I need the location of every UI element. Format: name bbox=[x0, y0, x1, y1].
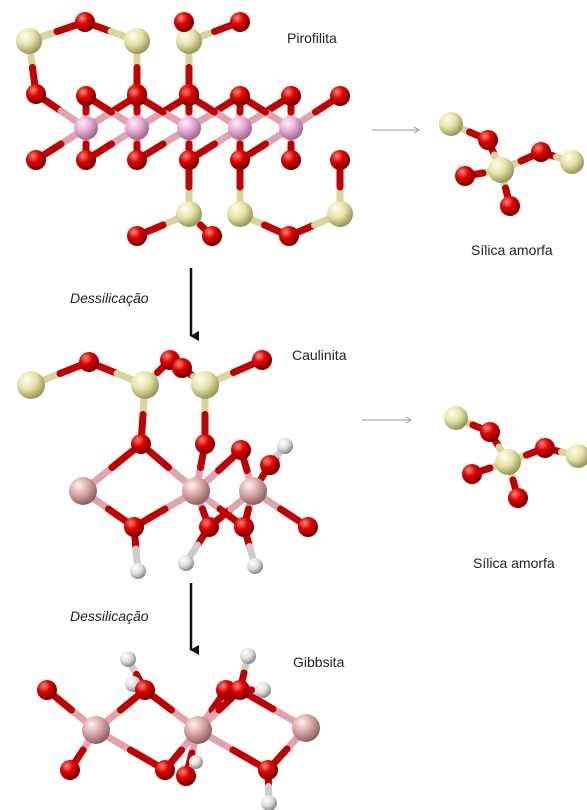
aluminum-atom bbox=[74, 116, 98, 140]
oxygen-atom bbox=[535, 438, 555, 458]
aluminum-atom bbox=[69, 477, 97, 505]
silicon-atom bbox=[327, 201, 353, 227]
oxygen-atom bbox=[330, 150, 350, 170]
oxygen-atom bbox=[75, 12, 95, 32]
silicon-atom bbox=[124, 28, 150, 54]
label-caulinita: Caulinita bbox=[292, 347, 347, 363]
oxygen-atom bbox=[231, 440, 251, 460]
oxygen-atom bbox=[131, 434, 151, 454]
oxygen-atom bbox=[230, 86, 250, 106]
aluminum-atom bbox=[239, 477, 267, 505]
label-dessilicacao-2: Dessilicação bbox=[70, 608, 149, 624]
oxygen-atom bbox=[135, 680, 155, 700]
oxygen-atom bbox=[531, 142, 551, 162]
label-gibbsita: Gibbsita bbox=[293, 654, 345, 670]
oxygen-atom bbox=[124, 517, 144, 537]
oxygen-atom bbox=[330, 86, 350, 106]
oxygen-atom bbox=[179, 150, 199, 170]
hydrogen-atom bbox=[178, 555, 194, 571]
silicon-atom bbox=[488, 157, 514, 183]
label-silica-amorfa-2: Sílica amorfa bbox=[473, 555, 555, 571]
oxygen-atom bbox=[60, 760, 80, 780]
oxygen-atom bbox=[76, 86, 96, 106]
silicon-atom bbox=[495, 449, 521, 475]
oxygen-atom bbox=[76, 150, 96, 170]
silicon-atom bbox=[176, 201, 202, 227]
oxygen-atom bbox=[230, 150, 250, 170]
silicon-atom bbox=[176, 28, 202, 54]
hydrogen-atom bbox=[277, 438, 293, 454]
aluminum-atom bbox=[177, 116, 201, 140]
oxygen-atom bbox=[26, 84, 46, 104]
oxygen-atom bbox=[216, 680, 236, 700]
oxygen-atom bbox=[281, 86, 301, 106]
silicon-atom bbox=[131, 371, 159, 399]
oxygen-atom bbox=[155, 760, 175, 780]
silicon-atom bbox=[227, 201, 253, 227]
hydrogen-atom bbox=[255, 682, 271, 698]
oxygen-atom bbox=[37, 680, 57, 700]
aluminum-atom bbox=[125, 116, 149, 140]
oxygen-atom bbox=[179, 86, 199, 106]
oxygen-atom bbox=[508, 488, 528, 508]
oxygen-atom bbox=[279, 226, 299, 246]
oxygen-atom bbox=[478, 130, 498, 150]
oxygen-atom bbox=[455, 166, 475, 186]
oxygen-atom bbox=[281, 150, 301, 170]
aluminum-atom bbox=[228, 116, 252, 140]
aluminum-atom bbox=[279, 116, 303, 140]
oxygen-atom bbox=[199, 517, 219, 537]
atoms-layer bbox=[16, 12, 587, 810]
aluminum-atom bbox=[292, 714, 320, 742]
oxygen-atom bbox=[202, 226, 222, 246]
silicon-atom bbox=[191, 371, 219, 399]
oxygen-atom bbox=[298, 517, 318, 537]
oxygen-atom bbox=[195, 434, 215, 454]
oxygen-atom bbox=[500, 196, 520, 216]
side-arrow-1 bbox=[372, 126, 420, 134]
hydrogen-atom bbox=[130, 563, 146, 579]
hydrogen-atom bbox=[120, 651, 136, 667]
oxygen-atom bbox=[230, 12, 250, 32]
aluminum-atom bbox=[82, 716, 110, 744]
oxygen-atom bbox=[127, 86, 147, 106]
oxygen-atom bbox=[230, 680, 250, 700]
hydrogen-atom bbox=[247, 558, 263, 574]
oxygen-atom bbox=[26, 150, 46, 170]
oxygen-atom bbox=[234, 517, 254, 537]
side-arrow-2 bbox=[362, 416, 412, 424]
oxygen-atom bbox=[176, 766, 196, 786]
oxygen-atom bbox=[260, 455, 280, 475]
hydrogen-atom bbox=[240, 648, 256, 664]
label-pirofilita: Pirofilita bbox=[287, 30, 337, 46]
oxygen-atom bbox=[172, 358, 192, 378]
aluminum-atom bbox=[184, 716, 212, 744]
oxygen-atom bbox=[79, 352, 99, 372]
oxygen-atom bbox=[462, 464, 482, 484]
silicon-atom bbox=[560, 150, 584, 174]
silicon-atom bbox=[444, 406, 468, 430]
oxygen-atom bbox=[258, 760, 278, 780]
oxygen-atom bbox=[127, 150, 147, 170]
silicon-atom bbox=[16, 28, 42, 54]
aluminum-atom bbox=[182, 477, 210, 505]
label-silica-amorfa-1: Sílica amorfa bbox=[471, 242, 553, 258]
silicon-atom bbox=[439, 112, 463, 136]
hydrogen-atom bbox=[189, 755, 203, 769]
oxygen-atom bbox=[252, 350, 272, 370]
oxygen-atom bbox=[480, 422, 500, 442]
oxygen-atom bbox=[174, 12, 194, 32]
silicon-atom bbox=[566, 444, 587, 468]
silicon-atom bbox=[17, 371, 45, 399]
hydrogen-atom bbox=[261, 795, 277, 810]
oxygen-atom bbox=[127, 226, 147, 246]
label-dessilicacao-1: Dessilicação bbox=[70, 290, 149, 306]
